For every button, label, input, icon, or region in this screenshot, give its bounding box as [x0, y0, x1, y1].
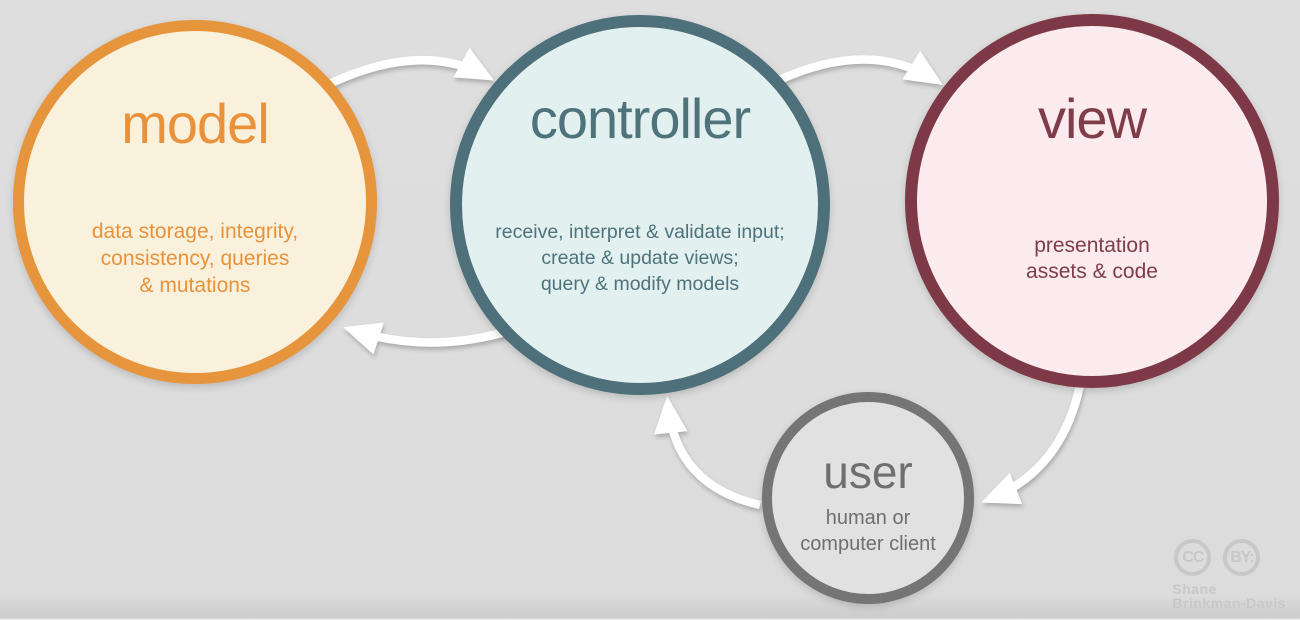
model-description-line: consistency, queries	[100, 247, 290, 270]
license-watermark: CC BY: Shane Brinkman-Davis	[1172, 539, 1286, 610]
author-credit: Shane Brinkman-Davis	[1172, 582, 1286, 610]
user-description-line: computer client	[800, 533, 936, 555]
controller-title: controller	[529, 87, 751, 150]
user-description: human or computer client	[800, 505, 936, 557]
view-description: presentation assets & code	[1026, 233, 1158, 285]
model-description-line: data storage, integrity,	[91, 220, 299, 243]
arrow-model-to-controller	[323, 47, 495, 90]
user-description-line: human or	[825, 507, 911, 529]
arrow-user-to-controller	[654, 395, 761, 510]
arrow-controller-to-view	[773, 50, 943, 86]
controller-description-line: receive, interpret & validate input;	[495, 221, 785, 243]
controller-node: controller receive, interpret & validate…	[450, 15, 830, 395]
model-description-line: & mutations	[139, 274, 251, 297]
controller-description: receive, interpret & validate input; cre…	[495, 219, 784, 297]
view-node: view presentation assets & code	[905, 14, 1279, 388]
author-credit-line: Brinkman-Davis	[1172, 595, 1286, 611]
view-description-line: assets & code	[1026, 260, 1158, 283]
view-title: view	[1037, 87, 1147, 150]
controller-description-line: query & modify models	[540, 273, 740, 295]
view-description-line: presentation	[1034, 234, 1150, 257]
by-icon: BY:	[1223, 539, 1261, 576]
arrow-controller-to-model	[343, 322, 514, 355]
arrow-view-to-user	[981, 384, 1085, 505]
model-description: data storage, integrity, consistency, qu…	[92, 218, 298, 299]
controller-description-line: create & update views;	[541, 247, 739, 269]
user-title: user	[823, 446, 913, 498]
cc-icon: CC	[1174, 539, 1212, 576]
model-title: model	[121, 92, 270, 155]
author-credit-line: Shane	[1172, 581, 1217, 597]
user-node: user human or computer client	[762, 392, 974, 604]
license-badges: CC BY:	[1174, 539, 1286, 576]
model-node: model data storage, integrity, consisten…	[13, 20, 377, 384]
